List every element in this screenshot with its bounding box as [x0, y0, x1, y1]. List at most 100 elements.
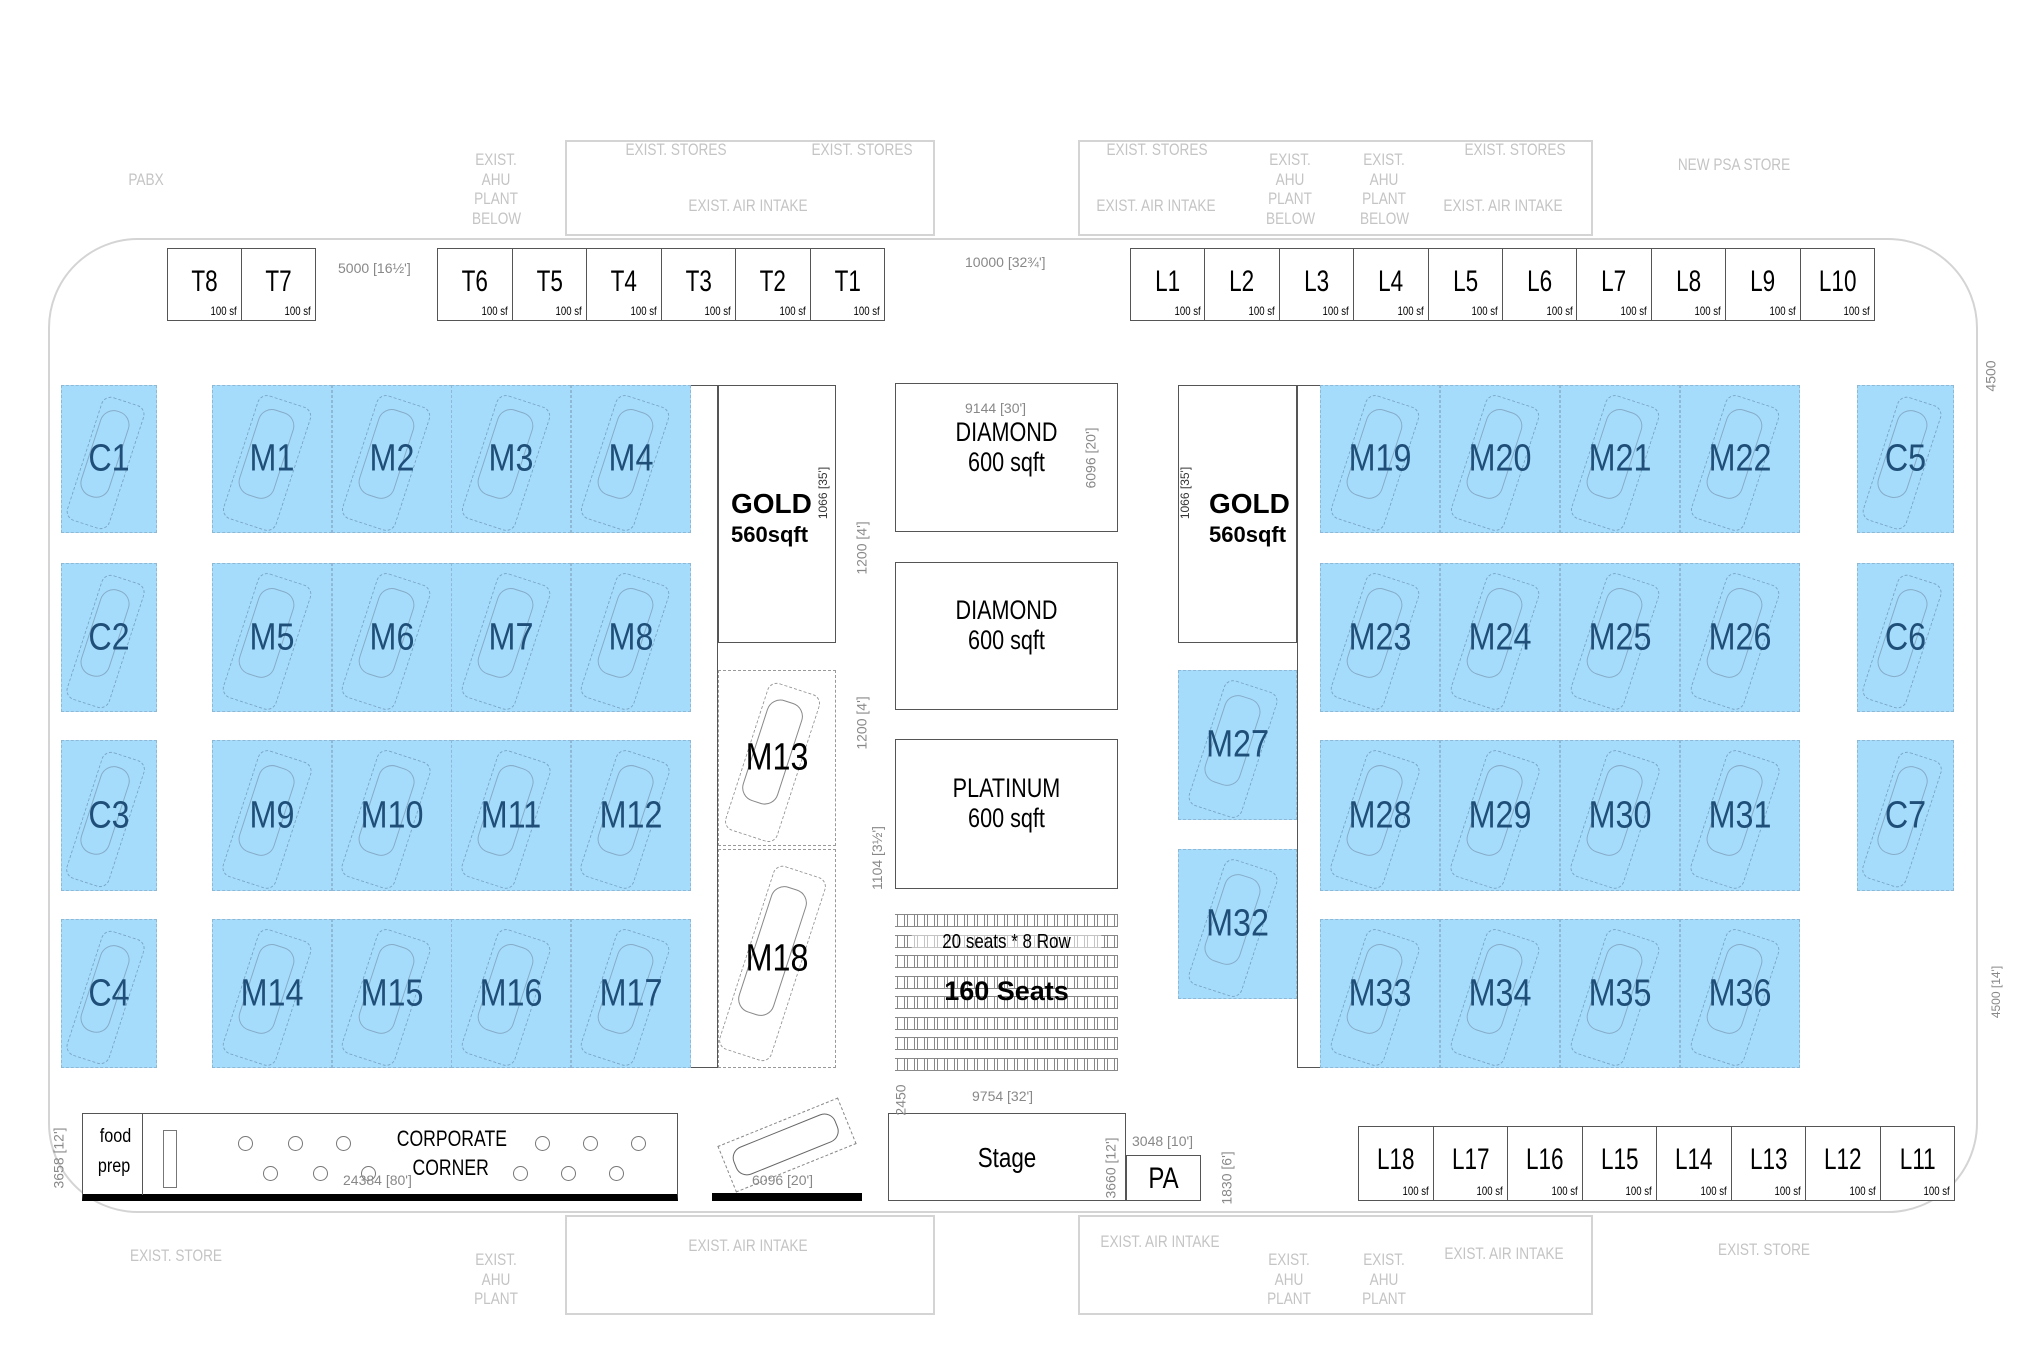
seat-row [895, 1016, 1118, 1030]
stand-m28[interactable]: M28 [1320, 740, 1440, 891]
counter-icon [163, 1130, 177, 1188]
stand-m33[interactable]: M33 [1320, 919, 1440, 1068]
dim-stage-height: 3660 [12'] [1102, 1137, 1119, 1199]
stand-m14[interactable]: M14 [212, 919, 332, 1068]
stand-m9[interactable]: M9 [212, 740, 332, 891]
gold-left-size: 560sqft [731, 522, 809, 547]
stand-c6[interactable]: C6 [1857, 563, 1954, 712]
table-icon [535, 1136, 550, 1151]
stand-m10[interactable]: M10 [331, 740, 452, 891]
stand-m5[interactable]: M5 [212, 563, 332, 712]
stand-m21[interactable]: M21 [1560, 385, 1680, 533]
stand-m6[interactable]: M6 [331, 563, 452, 712]
stand-label: M23 [1348, 616, 1412, 658]
stand-m4[interactable]: M4 [570, 385, 691, 533]
stand-m18[interactable]: M18 [718, 849, 836, 1068]
stand-m3[interactable]: M3 [451, 385, 571, 533]
gold-right-size: 560sqft [1209, 522, 1287, 547]
stand-c5[interactable]: C5 [1857, 385, 1954, 533]
stand-label: M27 [1206, 723, 1269, 766]
stand-c4[interactable]: C4 [61, 919, 157, 1068]
stand-m17[interactable]: M17 [570, 919, 691, 1068]
stand-c2[interactable]: C2 [61, 563, 157, 712]
stand-label: M20 [1468, 437, 1532, 480]
stand-m30[interactable]: M30 [1560, 740, 1680, 891]
stand-label: M11 [480, 794, 542, 836]
car-base [712, 1193, 862, 1201]
gold-booth-left[interactable]: GOLD 560sqft 1066 [35'] [718, 385, 836, 643]
stand-label: M13 [745, 736, 809, 779]
gold-booth-right[interactable]: GOLD 560sqft 1066 [35'] [1178, 385, 1297, 643]
stand-label: C3 [88, 794, 130, 836]
corporate-corner[interactable]: food prep CORPORATE CORNER 24384 [80'] [82, 1113, 678, 1201]
stand-m23[interactable]: M23 [1320, 563, 1440, 712]
dim-side-2: 4500 [14'] [1989, 965, 2004, 1019]
stage[interactable]: Stage [888, 1113, 1126, 1201]
stand-label: M10 [360, 794, 423, 836]
stand-m1[interactable]: M1 [212, 385, 332, 533]
stand-m20[interactable]: M20 [1440, 385, 1560, 533]
stand-m27[interactable]: M27 [1178, 670, 1297, 820]
stand-m22[interactable]: M22 [1680, 385, 1800, 533]
stand-label: M28 [1348, 794, 1412, 836]
stand-m7[interactable]: M7 [451, 563, 571, 712]
stand-m31[interactable]: M31 [1680, 740, 1800, 891]
stand-m19[interactable]: M19 [1320, 385, 1440, 533]
stand-m8[interactable]: M8 [570, 563, 691, 712]
stand-c1[interactable]: C1 [61, 385, 157, 533]
stand-m15[interactable]: M15 [331, 919, 452, 1068]
stand-m11[interactable]: M11 [451, 740, 571, 891]
gold-right-title: GOLD [1209, 488, 1290, 519]
stand-m26[interactable]: M26 [1680, 563, 1800, 712]
dim-gap-3: 1104 [3½'] [868, 826, 885, 890]
stand-m16[interactable]: M16 [451, 919, 571, 1068]
stand-m25[interactable]: M25 [1560, 563, 1680, 712]
stand-m35[interactable]: M35 [1560, 919, 1680, 1068]
stand-m2[interactable]: M2 [331, 385, 452, 533]
stand-m36[interactable]: M36 [1680, 919, 1800, 1068]
stand-m29[interactable]: M29 [1440, 740, 1560, 891]
booth-label: L2 [1229, 265, 1255, 298]
dim-diamond-width: 9144 [30'] [965, 400, 1027, 416]
stand-c3[interactable]: C3 [61, 740, 157, 891]
stand-c7[interactable]: C7 [1857, 740, 1954, 891]
food-prep-line1: food [99, 1126, 132, 1147]
pa-booth[interactable]: PA [1126, 1155, 1201, 1201]
stand-m34[interactable]: M34 [1440, 919, 1560, 1068]
stand-m13[interactable]: M13 [718, 670, 836, 846]
table-icon [561, 1166, 576, 1181]
stand-m12[interactable]: M12 [570, 740, 691, 891]
stand-m32[interactable]: M32 [1178, 849, 1297, 999]
stand-m24[interactable]: M24 [1440, 563, 1560, 712]
